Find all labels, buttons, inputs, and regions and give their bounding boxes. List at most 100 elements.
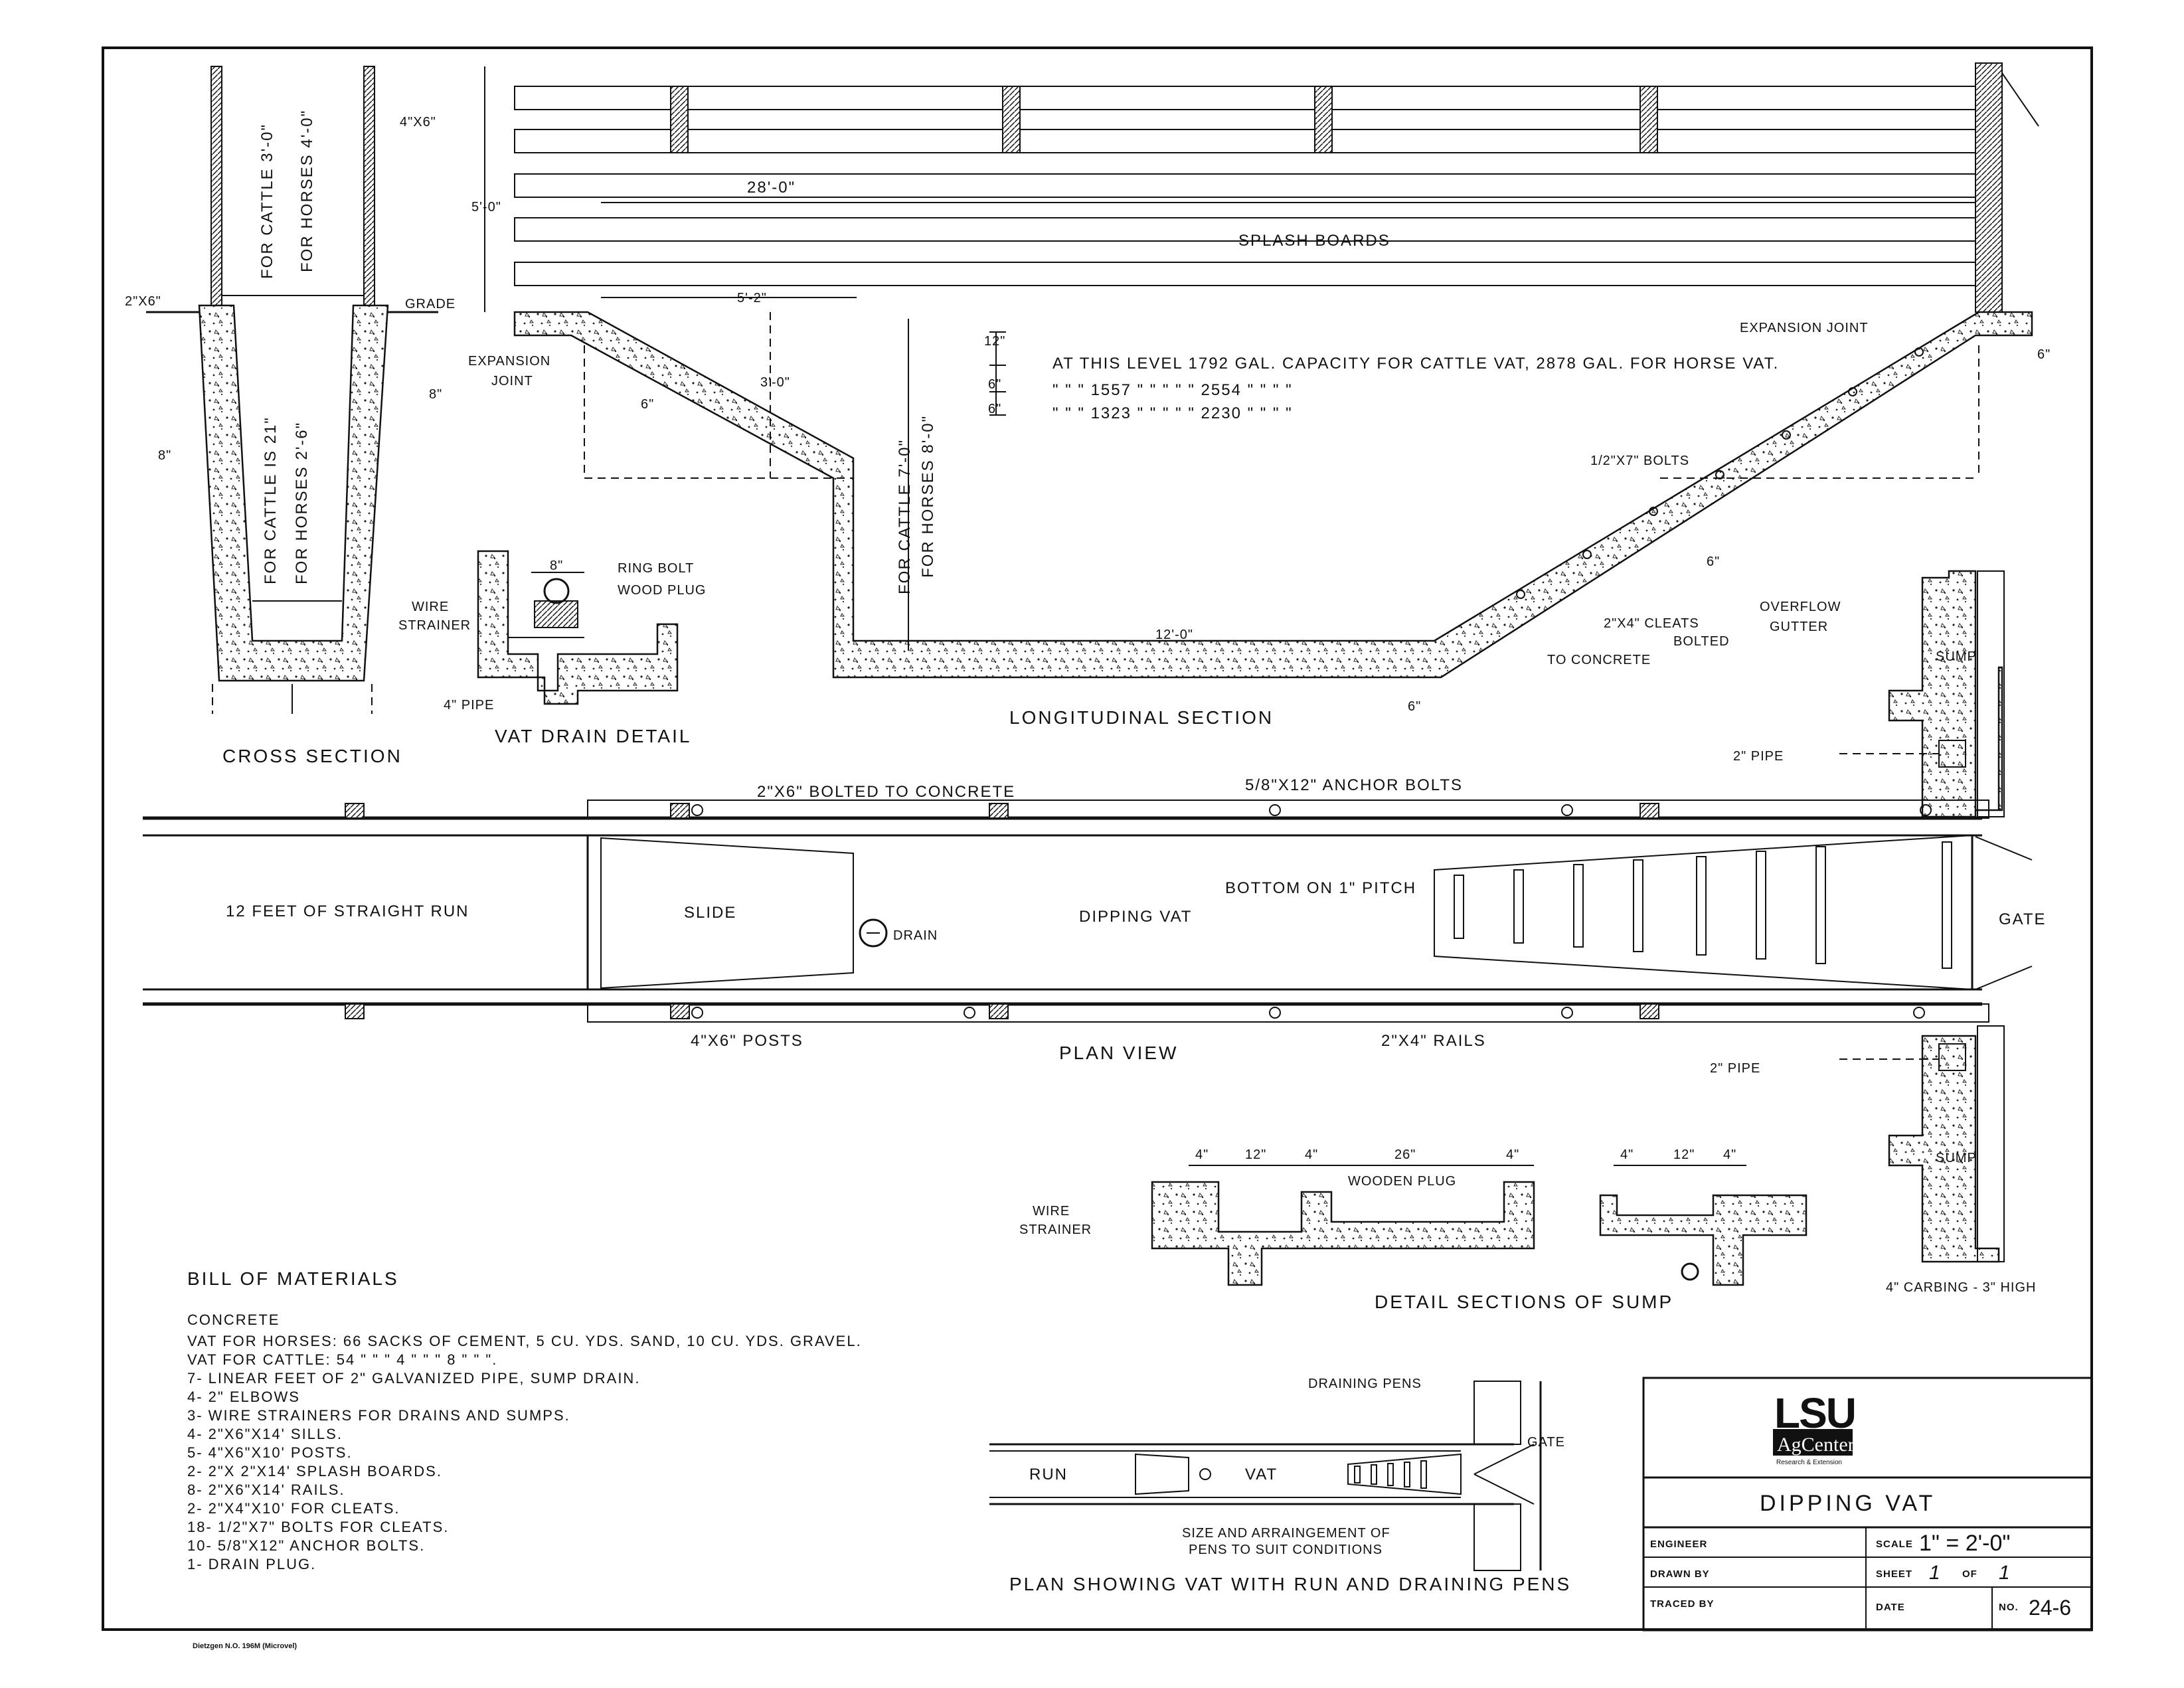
- plan-run: 12 FEET OF STRAIGHT RUN: [226, 902, 469, 920]
- drain-wire: WIRE: [412, 600, 449, 614]
- bom-title: BILL OF MATERIALS: [187, 1268, 399, 1289]
- cross-bottom-cattle: FOR CATTLE IS 21": [262, 416, 280, 584]
- long-slide-run: 5'-2": [737, 291, 767, 305]
- long-bolts: 1/2"X7" BOLTS: [1590, 454, 1689, 468]
- small-plan-note1: SIZE AND ARRAINGEMENT OF: [1182, 1526, 1390, 1541]
- bom-line: VAT FOR CATTLE: 54 " " " 4 " " " 8 " " "…: [187, 1351, 497, 1368]
- tb-sheet-label: SHEET: [1876, 1568, 1912, 1580]
- drain-ring-bolt: RING BOLT: [618, 561, 694, 576]
- cross-wall-left: 8": [158, 448, 171, 463]
- sump-dim: 4": [1506, 1147, 1519, 1162]
- title-block: LSU AgCenter Research & Extension DIPPIN…: [1642, 1377, 2093, 1632]
- bom-line: 7- LINEAR FEET OF 2" GALVANIZED PIPE, SU…: [187, 1370, 640, 1387]
- plan-anchor: 5/8"X12" ANCHOR BOLTS: [1245, 776, 1463, 794]
- sump-side-section: OVERFLOW GUTTER SUMP SUMP 4" CARBING - 3…: [1760, 570, 2035, 1295]
- plan-pipe-bottom: 2" PIPE: [1710, 1061, 1760, 1076]
- bill-of-materials: BILL OF MATERIALS CONCRETE VAT FOR HORSE…: [187, 1268, 861, 1572]
- long-depth-horses: FOR HORSES 8'-0": [919, 415, 937, 578]
- footer-text: Dietzgen N.O. 196M (Microvel): [193, 1642, 297, 1650]
- sump-dim: 4": [1305, 1147, 1318, 1162]
- logo-tag: Research & Extension: [1776, 1459, 1842, 1466]
- long-six-floor: 6": [1408, 699, 1421, 714]
- small-plan-cleats: [1354, 1460, 1427, 1489]
- small-plan-title: PLAN SHOWING VAT WITH RUN AND DRAINING P…: [1009, 1574, 1571, 1594]
- capacity-levels: 12" AT THIS LEVEL 1792 GAL. CAPACITY FOR…: [984, 334, 1778, 422]
- plan-posts: [345, 803, 1659, 1019]
- long-cleats2: BOLTED: [1673, 634, 1730, 649]
- tb-no-label: NO.: [1999, 1602, 2019, 1613]
- sump-overflow: OVERFLOW: [1760, 600, 1841, 614]
- longitudinal-section: 28'-0" 5'-0" SPLASH BOARDS 5'-2" 3'-0" E…: [468, 62, 2051, 728]
- sheet-border: [102, 46, 2093, 1631]
- longitudinal-title: LONGITUDINAL SECTION: [1009, 707, 1274, 728]
- cross-top-horses: FOR HORSES 4'-0": [298, 110, 316, 272]
- small-plan: RUN VAT DRAINING PENS GATE SIZE AND ARRA…: [989, 1377, 1571, 1594]
- long-splash-label: SPLASH BOARDS: [1238, 232, 1390, 250]
- sump-dim: 4": [1195, 1147, 1209, 1162]
- cross-top-cattle: FOR CATTLE 3'-0": [258, 124, 276, 279]
- level-dim: 6": [988, 402, 1001, 416]
- tb-date-label: DATE: [1876, 1602, 1905, 1613]
- level-text: " " " 1557 " " " " " 2554 " " " ": [1052, 381, 1293, 399]
- bom-line: 4- 2"X6"X14' SILLS.: [187, 1426, 343, 1442]
- tb-of-label: OF: [1962, 1568, 1977, 1580]
- plan-anchor-bolts: [691, 804, 1932, 1019]
- plan-pitch: BOTTOM ON 1" PITCH: [1225, 879, 1416, 897]
- drain-symbol: [859, 918, 888, 948]
- sump-wire: WIRE: [1033, 1204, 1070, 1219]
- drain-wood-plug: WOOD PLUG: [618, 583, 706, 598]
- bom-line: 2- 2"X 2"X14' SPLASH BOARDS.: [187, 1463, 442, 1479]
- bom-line: 2- 2"X4"X10' FOR CLEATS.: [187, 1500, 400, 1517]
- tb-sheet-value: 1: [1929, 1562, 1940, 1584]
- long-expansion-left: EXPANSION: [468, 354, 550, 369]
- plan-slide: SLIDE: [684, 904, 736, 922]
- small-plan-gate: GATE: [1527, 1435, 1565, 1450]
- bom-line: 18- 1/2"X7" BOLTS FOR CLEATS.: [187, 1519, 449, 1535]
- cross-section: FOR CATTLE 3'-0" FOR HORSES 4'-0" FOR CA…: [125, 66, 455, 766]
- tb-of-value: 1: [1999, 1562, 2010, 1584]
- plan-posts: 4"X6" POSTS: [691, 1032, 803, 1050]
- long-to-concrete: TO CONCRETE: [1547, 653, 1651, 667]
- sump-label-bottom: SUMP: [1936, 1151, 1977, 1165]
- sump-wooden-plug: WOODEN PLUG: [1348, 1174, 1456, 1189]
- long-six-end: 6": [2037, 347, 2051, 362]
- long-height: 5'-0": [471, 200, 501, 214]
- level-text: " " " 1323 " " " " " 2230 " " " ": [1052, 404, 1293, 422]
- long-six-ramp: 6": [1707, 554, 1720, 569]
- long-length: 28'-0": [747, 179, 796, 197]
- tb-traced-by: TRACED BY: [1650, 1598, 1715, 1610]
- long-floor: 12'-0": [1155, 628, 1193, 642]
- sump-detail-title: DETAIL SECTIONS OF SUMP: [1375, 1292, 1673, 1312]
- cross-dim-4x6: 4"X6": [400, 115, 436, 129]
- tb-engineer: ENGINEER: [1650, 1539, 1707, 1550]
- logo-sub: AgCenter: [1777, 1434, 1855, 1456]
- plan-view: 12 FEET OF STRAIGHT RUN SLIDE DRAIN DIPP…: [143, 749, 2045, 1076]
- bom-line: 5- 4"X6"X10' POSTS.: [187, 1444, 353, 1461]
- sump-detail-sections: 4" 12" 4" 26" 4" 4" 12" 4" WOODEN PLUG W…: [1019, 1147, 1807, 1312]
- small-plan-pens: DRAINING PENS: [1308, 1377, 1422, 1391]
- bom-line: 8- 2"X6"X14' RAILS.: [187, 1481, 345, 1498]
- long-slab-six: 6": [641, 397, 654, 412]
- sump-dim: 4": [1723, 1147, 1736, 1162]
- plan-pipe-top: 2" PIPE: [1733, 749, 1784, 764]
- sump-dim: 12": [1245, 1147, 1266, 1162]
- sump-dims-b: 4" 12" 4": [1620, 1147, 1736, 1162]
- vat-drain-detail: 8" RING BOLT WOOD PLUG WIRE STRAINER 4" …: [398, 550, 706, 746]
- small-plan-run: RUN: [1029, 1466, 1068, 1483]
- lsu-agcenter-logo: LSU AgCenter Research & Extension: [1770, 1388, 1857, 1471]
- sump-dims-a: 4" 12" 4" 26" 4": [1195, 1147, 1519, 1162]
- sump-dim: 4": [1620, 1147, 1634, 1162]
- long-depth-cattle: FOR CATTLE 7'-0": [896, 439, 914, 594]
- plan-rails: 2"X4" RAILS: [1381, 1032, 1486, 1050]
- plan-cleats: [1454, 841, 1952, 969]
- drain-dim: 8": [550, 558, 563, 573]
- bom-line: 4- 2" ELBOWS: [187, 1389, 300, 1405]
- tb-scale-label: SCALE: [1876, 1539, 1913, 1550]
- cross-dim-2x6: 2"X6": [125, 294, 161, 309]
- plan-dipping-vat: DIPPING VAT: [1079, 908, 1192, 926]
- sump-label-top: SUMP: [1936, 649, 1977, 664]
- plan-drain: DRAIN: [893, 928, 938, 943]
- drawing-title: DIPPING VAT: [1760, 1491, 1936, 1516]
- bom-line: 1- DRAIN PLUG.: [187, 1556, 316, 1572]
